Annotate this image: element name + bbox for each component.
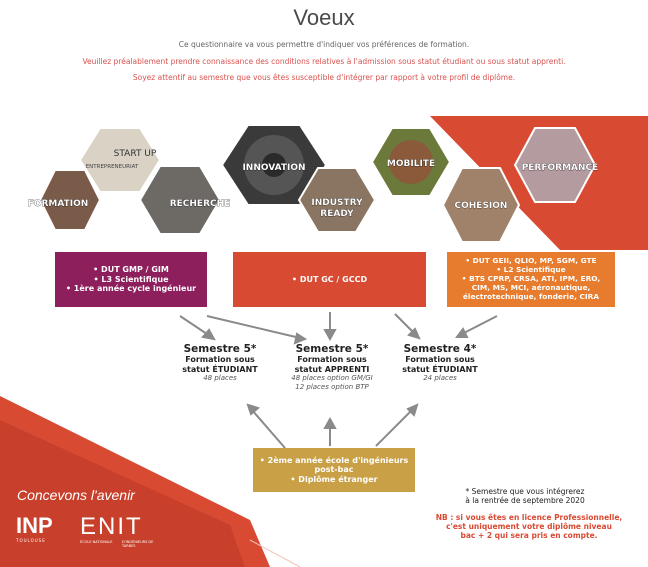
origin-line: • L3 Scientifique: [93, 274, 169, 284]
origin-line: post-bac: [314, 465, 354, 475]
red-corner-bottom-inner: [0, 420, 245, 567]
origin-line: • Diplôme étranger: [290, 474, 378, 484]
origin-box-orange: • DUT GEII, QLIO, MP, SGM, GTE • L2 Scie…: [447, 252, 615, 307]
logo-enit-text: ENIT: [80, 513, 143, 540]
svg-text:READY: READY: [320, 209, 354, 219]
logo-inp-text: INP: [16, 513, 53, 538]
semester-title: Semestre 5*: [295, 343, 369, 355]
semester-places: 48 places option GM/GI: [291, 374, 373, 383]
hexagon-performance: PERFORMANCE: [513, 127, 599, 203]
hex-label-mobilite: MOBILITE: [387, 159, 435, 169]
hexagon-innovation: INNOVATION: [220, 124, 328, 206]
semester-block-3: Semestre 4* Formation sous statut ÉTUDIA…: [385, 343, 495, 383]
arrows: [179, 312, 498, 449]
hex-label-formation: FORMATION: [28, 199, 89, 209]
hex-label-performance: PERFORMANCE: [522, 163, 599, 173]
origin-line: • DUT GEII, QLIO, MP, SGM, GTE: [465, 256, 597, 266]
hexagon-startup: START UP ENTREPRENEURIAT: [78, 127, 162, 193]
hexagon-cohesion: COHESION: [441, 167, 521, 243]
origin-line: • 2ème année école d'ingénieurs: [259, 455, 409, 465]
semester-line: Formation sous: [297, 355, 367, 364]
origin-box-red: • DUT GC / GCCD: [233, 252, 426, 307]
semester-places: 24 places: [423, 374, 457, 383]
hex-label-cohesion: COHESION: [455, 201, 508, 211]
hexagon-formation: FORMATION: [27, 169, 102, 231]
nb-line: bac + 2 qui sera pris en compte.: [460, 531, 598, 540]
hexagon-mobilite: MOBILITE: [370, 127, 452, 197]
slogan: Concevons l'avenir: [17, 487, 135, 503]
semester-line: statut ÉTUDIANT: [402, 364, 478, 374]
svg-text:INDUSTRY: INDUSTRY: [311, 198, 363, 208]
nb-line: NB : si vous êtes en licence Professionn…: [435, 513, 623, 522]
semester-note: * Semestre que vous intégrerez à la rent…: [440, 487, 610, 505]
semester-block-1: Semestre 5* Formation sous statut ÉTUDIA…: [165, 343, 275, 383]
hexagon-recherche: RECHERCHE: [138, 165, 231, 235]
semester-block-2: Semestre 5* Formation sous statut APPREN…: [277, 343, 387, 391]
logo-enit: ENIT ÉCOLE NATIONALE D'INGÉNIEURS DE TAR…: [80, 514, 180, 554]
warning-text-1: Veuillez préalablement prendre connaissa…: [82, 57, 566, 66]
origin-line: CIM, MS, MCI, aéronautique,: [471, 282, 591, 292]
semester-title: Semestre 4*: [403, 343, 477, 355]
nb-line: c'est uniquement votre diplôme niveau: [446, 522, 612, 531]
origin-box-gold: • 2ème année école d'ingénieurs post-bac…: [253, 448, 415, 492]
semester-line: Formation sous: [185, 355, 255, 364]
origin-line: • BTS CPRP, CRSA, ATI, IPM, ERO,: [461, 274, 601, 284]
decor-line: [249, 539, 301, 567]
svg-text:START UP: START UP: [114, 149, 157, 159]
hex-label-innovation: INNOVATION: [242, 163, 305, 173]
note-line: à la rentrée de septembre 2020: [465, 496, 585, 505]
origin-line: • DUT GC / GCCD: [291, 274, 368, 284]
semester-title: Semestre 5*: [183, 343, 257, 355]
hex-label-recherche: RECHERCHE: [170, 199, 231, 209]
nb-note: NB : si vous êtes en licence Professionn…: [418, 513, 640, 540]
origin-line: électrotechnique, fonderie, CIRA: [462, 291, 600, 301]
hexagon-industry: INDUSTRY READY: [297, 167, 377, 233]
origin-line: • L2 Scientifique: [496, 265, 566, 275]
semester-line: statut APPRENTI: [294, 364, 370, 374]
logo-inp-sub: TOULOUSE: [16, 538, 46, 543]
origin-box-purple: • DUT GMP / GIM • L3 Scientifique • 1ère…: [55, 252, 207, 307]
warning-text-2: Soyez attentif au semestre que vous êtes…: [132, 73, 516, 82]
semester-places-2: 12 places option BTP: [295, 382, 369, 391]
origin-line: • DUT GMP / GIM: [93, 265, 169, 275]
semester-line: Formation sous: [405, 355, 475, 364]
poster-graphic: FORMATION START UP ENTREPRENEURIAT RECHE…: [0, 116, 648, 567]
svg-text:ENTREPRENEURIAT: ENTREPRENEURIAT: [86, 164, 139, 170]
intro-text: Ce questionnaire va vous permettre d'ind…: [178, 40, 470, 49]
origin-line: • 1ère année cycle ingénieur: [65, 284, 197, 294]
logo-inp: INP TOULOUSE: [16, 514, 74, 548]
semester-places: 48 places: [203, 374, 237, 383]
logo-enit-sub2: D'INGÉNIEURS DE TARBES: [122, 540, 154, 548]
semester-line: statut ÉTUDIANT: [182, 364, 258, 374]
page-title: Voeux: [293, 5, 355, 30]
logo-enit-sub1: ÉCOLE NATIONALE: [80, 540, 113, 544]
note-line: * Semestre que vous intégrerez: [465, 487, 585, 496]
